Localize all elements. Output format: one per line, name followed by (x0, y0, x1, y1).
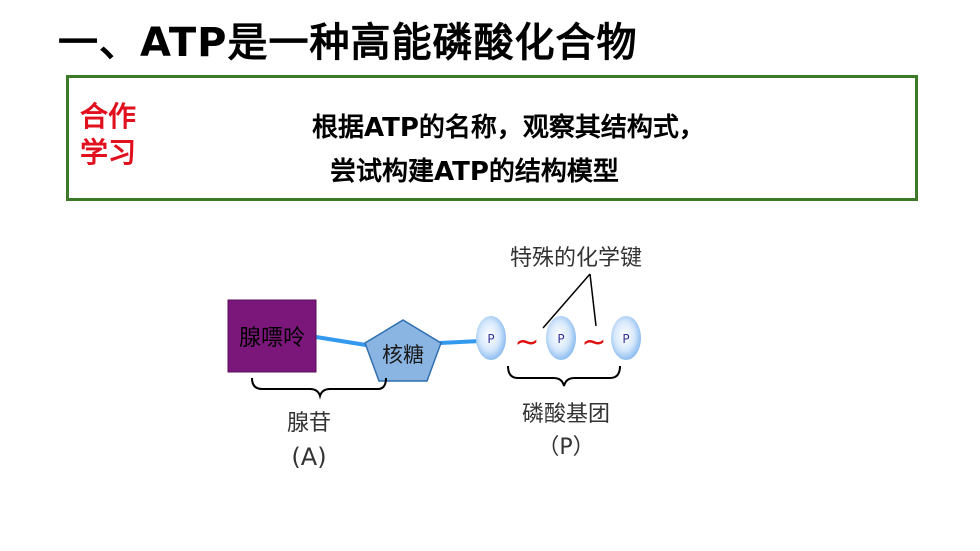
task-label: 合作 学习 (80, 99, 150, 171)
special-bond-1: ~ (514, 325, 539, 360)
task-label-line1: 合作 (80, 100, 137, 133)
special-bond-pointer-1 (542, 273, 591, 329)
task-instructions: 根据ATP的名称，观察其结构式， 尝试构建ATP的结构模型 (312, 106, 705, 194)
phosphate-circle-3 (611, 316, 641, 360)
phosphate-label-3: P (622, 332, 629, 346)
ribose-phosphate-link (439, 339, 481, 345)
adenosine-label: 腺苷 (287, 411, 331, 436)
ribose-pentagon (364, 319, 442, 382)
phosphate-group-brace (507, 365, 621, 387)
phosphate-circle-1 (476, 316, 506, 360)
phosphate-label-2: P (557, 332, 564, 346)
task-text-line1: 根据ATP的名称，观察其结构式， (312, 113, 705, 143)
adenine-label: 腺嘌呤 (239, 326, 305, 351)
adenosine-symbol: (A) (291, 443, 326, 471)
adenosine-brace (251, 377, 387, 400)
task-label-line2: 学习 (80, 136, 137, 169)
phosphate-circle-2 (546, 316, 576, 360)
special-bond-2: ~ (581, 325, 606, 360)
phosphate-label-1: P (487, 332, 494, 346)
task-box: 合作 学习 根据ATP的名称，观察其结构式， 尝试构建ATP的结构模型 (66, 75, 918, 201)
adenine-ribose-link (315, 335, 367, 347)
phosphate-group-symbol: （P） (537, 435, 594, 460)
special-bond-label: 特殊的化学键 (510, 246, 642, 271)
phosphate-group-label: 磷酸基团 (522, 402, 610, 427)
adenine-block (227, 299, 317, 373)
ribose-label: 核糖 (382, 343, 424, 367)
task-text-line2: 尝试构建ATP的结构模型 (330, 157, 619, 187)
slide-title: 一、ATP是一种高能磷酸化合物 (58, 20, 638, 66)
special-bond-pointer-2 (589, 273, 597, 327)
